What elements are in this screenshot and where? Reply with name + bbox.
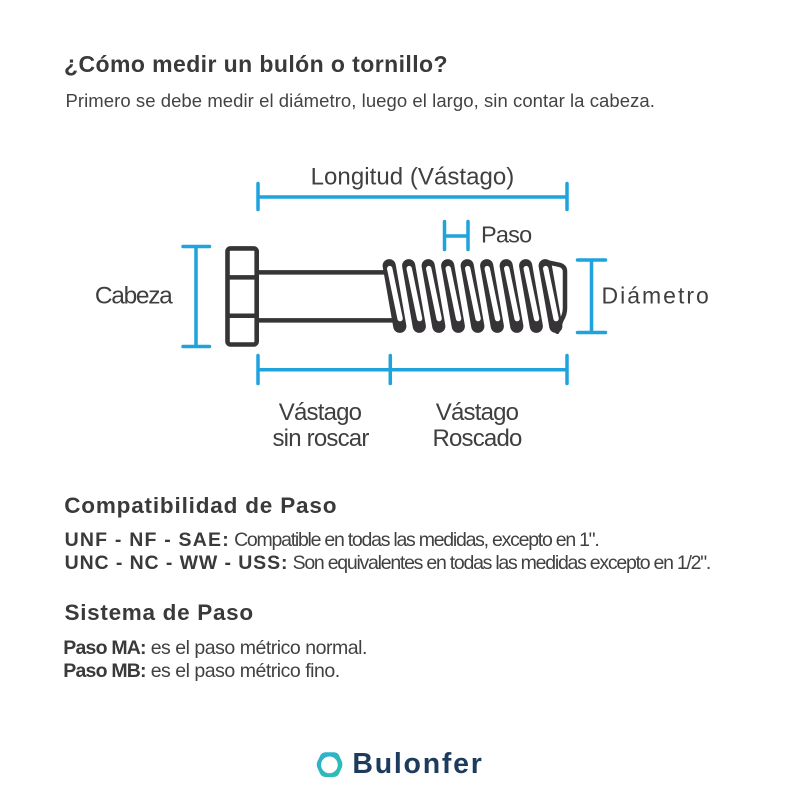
svg-text:sin roscar: sin roscar: [272, 425, 369, 452]
svg-text:Diámetro: Diámetro: [602, 282, 711, 308]
svg-text:Cabeza: Cabeza: [95, 282, 173, 309]
svg-text:Longitud (Vástago): Longitud (Vástago): [311, 164, 515, 191]
svg-text:Vástago: Vástago: [279, 399, 362, 426]
svg-text:Roscado: Roscado: [432, 425, 522, 452]
svg-text:Paso: Paso: [481, 222, 532, 248]
svg-text:Vástago: Vástago: [436, 399, 519, 426]
